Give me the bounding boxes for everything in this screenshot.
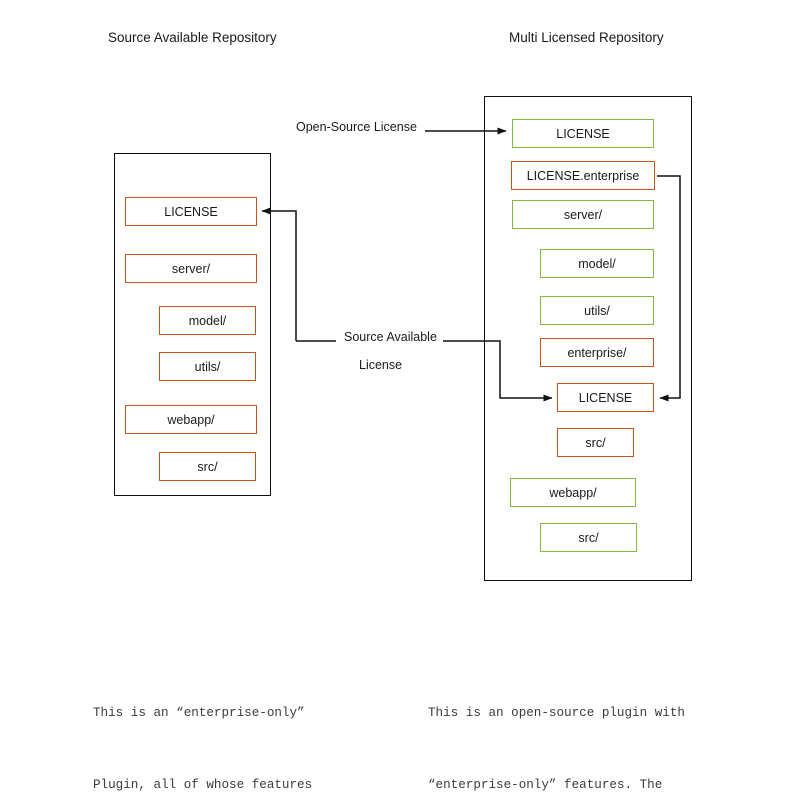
left-repo-title: Source Available Repository: [108, 30, 277, 45]
right-repo-frame: [484, 96, 692, 581]
right-node-enterprise-license[interactable]: LICENSE: [557, 383, 654, 412]
right-node-license-enterprise-label: LICENSE.enterprise: [526, 168, 640, 183]
wire-source-available-to-left: [261, 207, 336, 342]
right-node-enterprise-license-label: LICENSE: [578, 390, 633, 405]
right-node-license-label: LICENSE: [556, 126, 610, 141]
right-node-server[interactable]: server/: [512, 200, 654, 229]
right-node-utils-label: utils/: [584, 303, 610, 318]
left-node-webapp[interactable]: webapp/: [125, 405, 257, 434]
right-node-enterprise-label: enterprise/: [567, 345, 627, 360]
left-node-server-label: server/: [171, 261, 211, 276]
right-repo-title: Multi Licensed Repository: [509, 30, 664, 45]
right-node-enterprise-src-label: src/: [585, 435, 606, 450]
left-caption-line-1: This is an “enterprise-only”: [93, 706, 305, 720]
right-node-model-label: model/: [578, 256, 616, 271]
left-node-src-label: src/: [197, 459, 218, 474]
right-node-enterprise-src[interactable]: src/: [557, 428, 634, 457]
left-node-src[interactable]: src/: [159, 452, 256, 481]
left-caption-line-2: Plugin, all of whose features: [93, 778, 313, 792]
edge-label-open-source-license: Open-Source License: [293, 120, 420, 134]
right-node-server-label: server/: [563, 207, 603, 222]
left-caption: This is an “enterprise-only” Plugin, all…: [93, 653, 358, 801]
right-caption-line-1: This is an open-source plugin with: [428, 706, 685, 720]
right-node-license[interactable]: LICENSE: [512, 119, 654, 148]
left-node-utils-label: utils/: [194, 359, 221, 374]
left-node-model[interactable]: model/: [159, 306, 256, 335]
right-node-webapp[interactable]: webapp/: [510, 478, 636, 507]
left-node-webapp-label: webapp/: [167, 412, 215, 427]
edge-label-source-available-line1: Source Available: [341, 330, 440, 344]
right-node-enterprise[interactable]: enterprise/: [540, 338, 654, 367]
right-node-model[interactable]: model/: [540, 249, 654, 278]
left-node-utils[interactable]: utils/: [159, 352, 256, 381]
left-repo-frame: [114, 153, 271, 496]
left-node-license[interactable]: LICENSE: [125, 197, 257, 226]
left-node-server[interactable]: server/: [125, 254, 257, 283]
left-node-license-label: LICENSE: [164, 204, 218, 219]
right-node-license-enterprise[interactable]: LICENSE.enterprise: [511, 161, 655, 190]
edge-label-source-available-line2: License: [356, 358, 406, 372]
left-node-model-label: model/: [188, 313, 227, 328]
right-node-webapp-label: webapp/: [549, 485, 597, 500]
right-caption-line-2: “enterprise-only” features. The: [428, 778, 663, 792]
right-node-webapp-src[interactable]: src/: [540, 523, 637, 552]
right-node-utils[interactable]: utils/: [540, 296, 654, 325]
right-caption: This is an open-source plugin with “ente…: [428, 653, 685, 801]
right-node-webapp-src-label: src/: [578, 530, 599, 545]
